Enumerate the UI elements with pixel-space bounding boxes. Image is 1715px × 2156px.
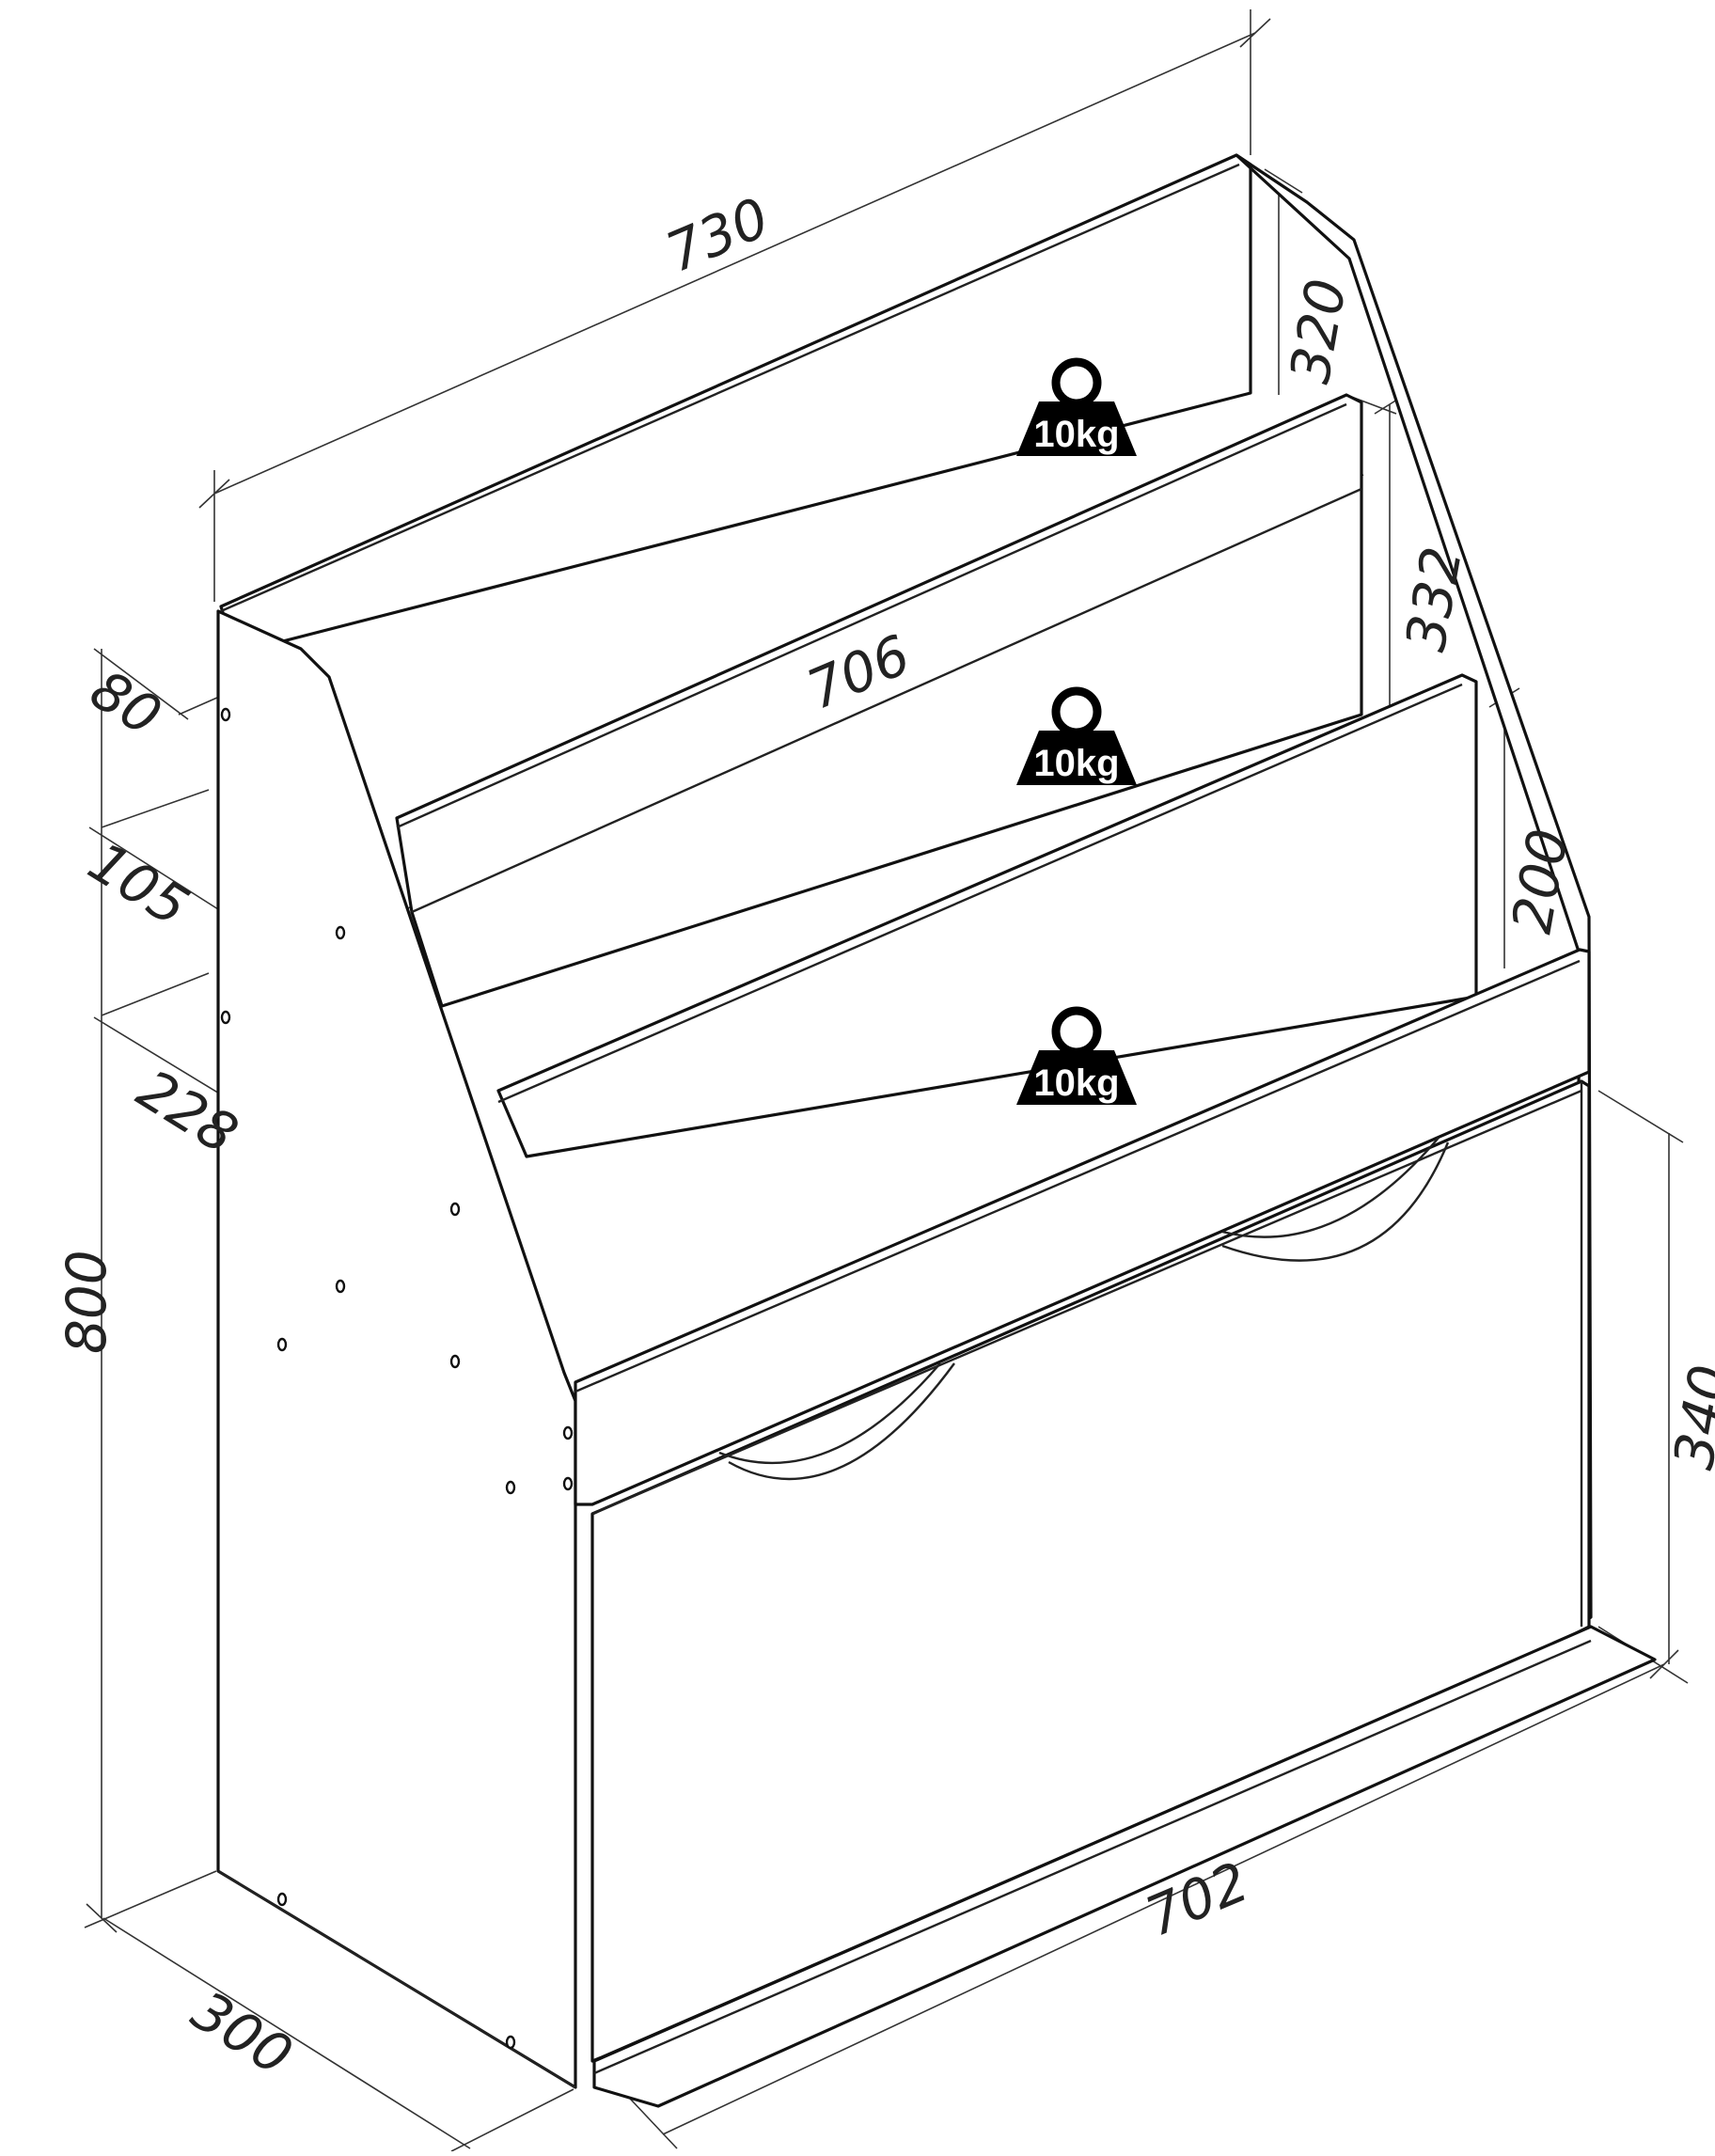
load-badge-middle: 10kg xyxy=(1016,686,1137,785)
dim-total-height: 800 xyxy=(55,1250,118,1354)
front-shelf xyxy=(496,673,1478,1158)
front-rail xyxy=(574,948,1591,1506)
right-side-panel xyxy=(1235,153,1593,1629)
weight-icon xyxy=(1016,1006,1137,1105)
load-badge-top: 10kg xyxy=(1016,357,1137,456)
svg-text:10kg: 10kg xyxy=(1033,414,1119,455)
svg-text:10kg: 10kg xyxy=(1033,1062,1119,1104)
mounting-holes xyxy=(220,707,574,2050)
drawer-bottom-rail xyxy=(592,1625,1657,2108)
dim-base-depth: 300 xyxy=(181,1978,304,2087)
svg-text:10kg: 10kg xyxy=(1033,743,1119,784)
dim-top-width: 730 xyxy=(657,185,778,285)
dim-top-depth: 80 xyxy=(80,657,173,748)
dim-middle-depth: 105 xyxy=(78,829,200,938)
weight-icon xyxy=(1016,357,1137,456)
weight-icon xyxy=(1016,686,1137,785)
dim-back-height: 320 xyxy=(1278,275,1359,388)
dim-middle-height: 332 xyxy=(1393,543,1474,656)
bookcase-body xyxy=(216,153,1657,2108)
drawer-handle-left xyxy=(728,1362,955,1481)
drawer-handle-right xyxy=(1221,1141,1450,1262)
load-badge-lower: 10kg xyxy=(1016,1006,1137,1105)
